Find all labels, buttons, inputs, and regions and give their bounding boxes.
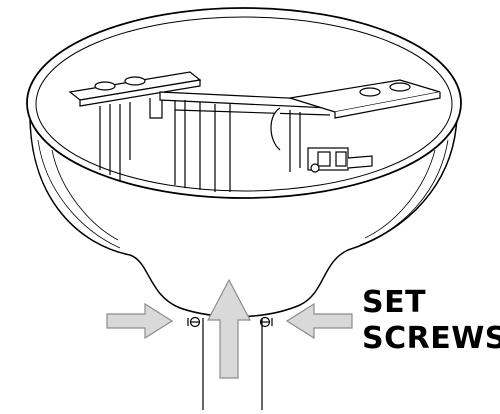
arrow-up-icon [207, 278, 251, 379]
mounting-rods [202, 318, 263, 410]
mounting-bracket [68, 71, 441, 192]
arrow-right-icon [106, 302, 174, 340]
callout-label-line2: SCREWS [362, 321, 500, 356]
set-screw-left [187, 316, 201, 328]
set-screw-right [259, 316, 273, 328]
arrow-left-icon [285, 302, 353, 340]
callout-label-line1: SET [362, 285, 426, 320]
bowl-shading [37, 139, 449, 249]
